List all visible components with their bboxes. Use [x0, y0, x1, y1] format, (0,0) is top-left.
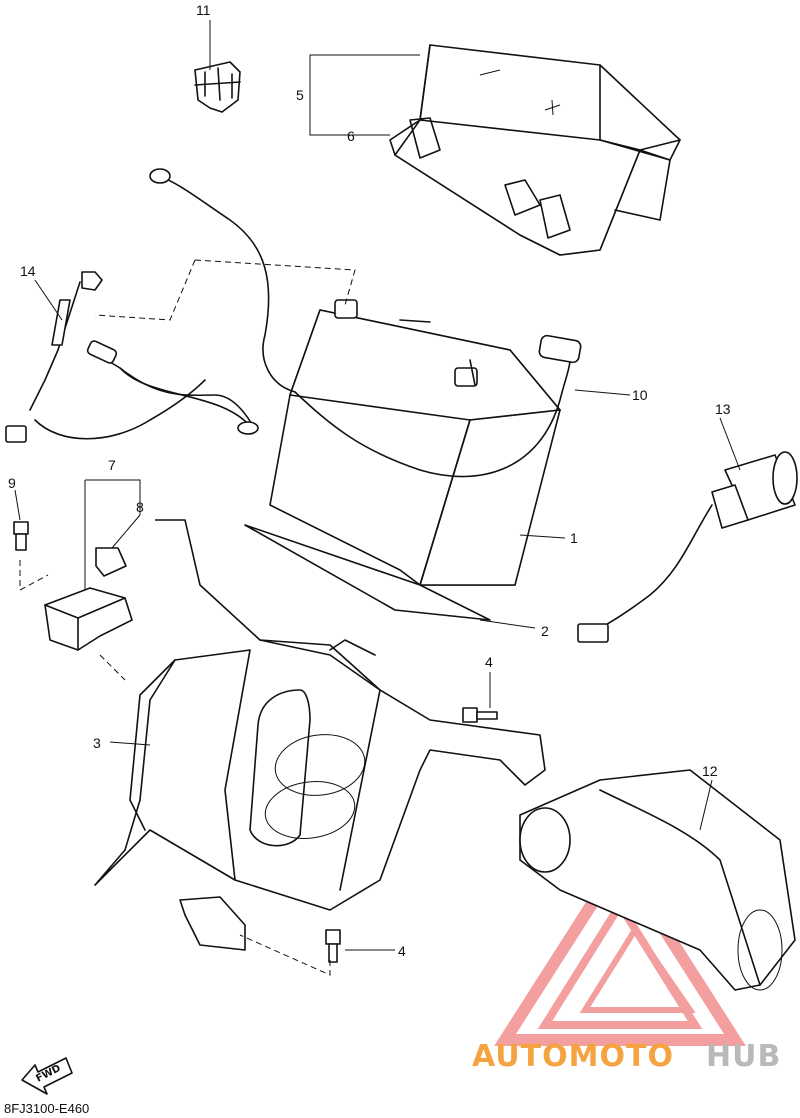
callout-12: 12 [702, 763, 718, 779]
watermark-auto: AUTOMOTO [472, 1039, 674, 1074]
power-socket [577, 451, 798, 643]
callout-9: 9 [8, 475, 16, 491]
callout-2: 2 [541, 623, 549, 639]
bolt-4-upper [462, 707, 498, 723]
battery [269, 299, 561, 586]
wire-clip [194, 61, 241, 113]
callout-8: 8 [136, 499, 144, 515]
relay-unit [44, 547, 133, 651]
watermark-hub: HUB [706, 1039, 781, 1074]
battery-cover [389, 44, 681, 256]
watermark-logo [494, 848, 746, 1046]
watermark-text: AUTOMOTO HUB [472, 1039, 781, 1074]
callout-4-lower: 4 [398, 943, 406, 959]
protective-cover [519, 769, 796, 991]
callout-1: 1 [570, 530, 578, 546]
callout-7: 7 [108, 457, 116, 473]
callout-5: 5 [296, 87, 304, 103]
callout-4-upper: 4 [485, 654, 493, 670]
bolt-4-lower [325, 929, 341, 963]
callout-labels: 1 2 3 4 4 5 6 7 8 9 10 11 12 13 14 [8, 2, 731, 959]
callout-10: 10 [632, 387, 648, 403]
callout-6: 6 [347, 128, 355, 144]
callout-3: 3 [93, 735, 101, 751]
callout-13: 13 [715, 401, 731, 417]
leader-lines [14, 20, 741, 976]
battery-pad [244, 524, 491, 621]
callout-11: 11 [196, 2, 211, 18]
battery-cables [5, 168, 582, 478]
battery-box [94, 519, 546, 951]
fwd-arrow-icon: FWD [21, 1057, 73, 1095]
drawing-code: 8FJ3100-E460 [4, 1101, 89, 1116]
callout-14: 14 [20, 263, 36, 279]
bolt-9 [13, 521, 29, 551]
